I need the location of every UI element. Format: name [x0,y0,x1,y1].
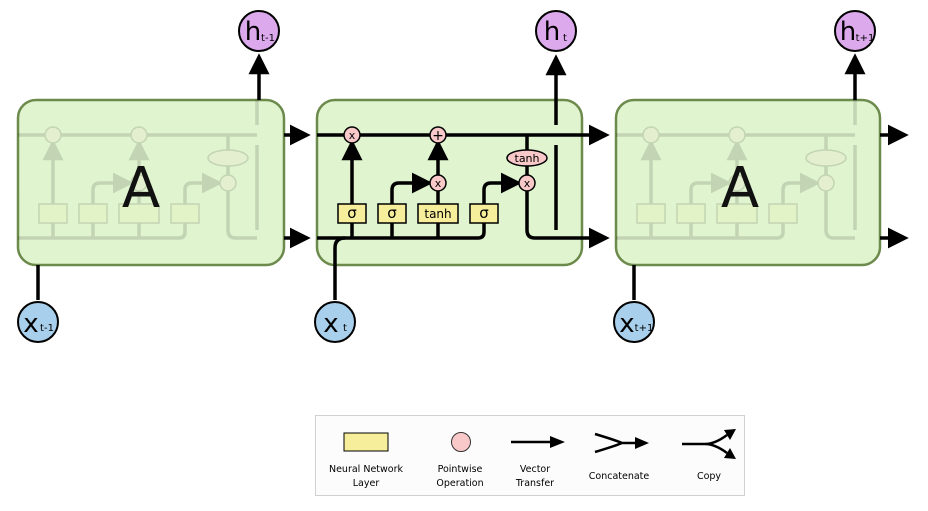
svg-text:Operation: Operation [436,478,483,489]
svg-text:x: x [619,309,634,339]
svg-text:t+1: t+1 [856,33,875,44]
cell-label: A [721,156,759,221]
input-node-x-current: x t [314,301,356,343]
svg-text:t+1: t+1 [635,323,654,334]
svg-text:Concatenate: Concatenate [589,471,650,482]
legend-item-copy: Copy [682,429,736,482]
output-gate-layer: σ [479,204,489,222]
add-op: + [432,128,444,144]
input-gate-layer: σ [387,204,397,222]
tanh-op: tanh [515,152,540,165]
output-multiply-op: x [524,177,531,190]
forget-gate-layer: σ [347,204,357,222]
svg-text:Copy: Copy [697,471,721,482]
legend-item-neural-network-layer: Neural Network Layer [329,432,404,489]
svg-text:h: h [544,17,560,47]
svg-text:t: t [343,323,347,334]
lstm-cell-previous: A [18,53,311,300]
svg-text:t-1: t-1 [40,323,54,334]
lstm-cell-next: A [616,53,909,300]
input-node-x-next: x t+1 [613,301,655,343]
input-node-x-prev: x t-1 [17,301,59,343]
cell-box [315,98,584,267]
legend-item-vector-transfer: Vector Transfer [511,436,565,489]
legend: Neural Network Layer Pointwise Operation… [315,415,745,496]
svg-text:Layer: Layer [353,478,380,489]
legend-item-pointwise-operation: Pointwise Operation [436,432,484,489]
output-node-h-next: h t+1 [834,10,876,52]
svg-text:Vector: Vector [520,464,550,475]
svg-text:h: h [245,17,261,47]
candidate-tanh-layer: tanh [424,207,451,221]
svg-text:x: x [23,309,38,339]
svg-text:t: t [563,33,567,44]
output-node-h-current: h t [535,10,577,52]
svg-text:Pointwise: Pointwise [438,464,483,475]
input-multiply-op: x [435,177,442,190]
lstm-cell-current: σ σ tanh σ x + x x tanh [315,54,610,300]
output-node-h-prev: h t-1 [238,10,280,52]
svg-text:x: x [323,309,338,339]
svg-text:h: h [840,17,856,47]
svg-text:Neural Network: Neural Network [329,464,404,475]
forget-multiply-op: x [349,129,356,142]
svg-text:t-1: t-1 [261,33,275,44]
legend-item-concatenate: Concatenate [589,432,650,482]
svg-text:Transfer: Transfer [515,478,554,489]
cell-label: A [122,156,160,221]
